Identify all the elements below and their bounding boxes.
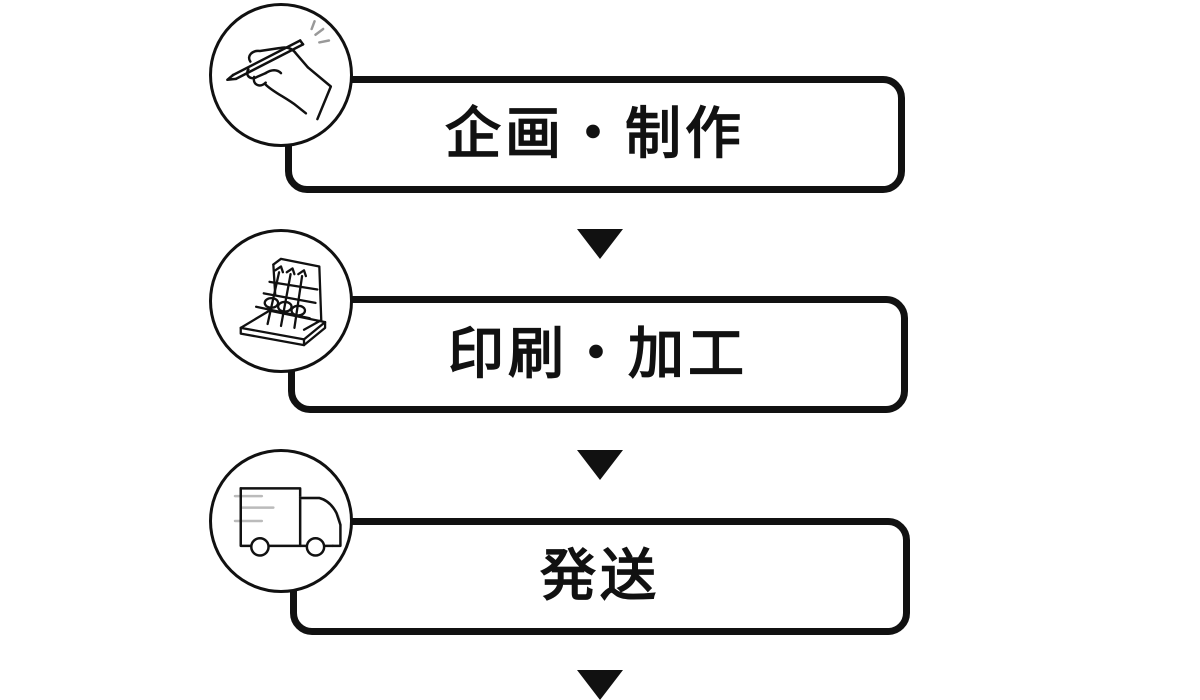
icon-circle-printing	[209, 229, 353, 373]
step-box-planning: 企画・制作	[285, 76, 905, 193]
step-label-shipping: 発送	[540, 543, 660, 609]
delivery-truck-icon	[233, 487, 342, 557]
icon-circle-shipping	[209, 449, 353, 593]
step-box-printing: 印刷・加工	[288, 296, 908, 413]
step-box-shipping: 発送	[290, 518, 910, 635]
step-label-printing: 印刷・加工	[448, 321, 748, 387]
display-stand-icon	[239, 257, 327, 347]
flow-arrow-2	[577, 450, 623, 480]
flow-arrow-3	[577, 670, 623, 700]
icon-circle-planning	[209, 3, 353, 147]
step-label-planning: 企画・制作	[445, 101, 745, 167]
flow-arrow-1	[577, 229, 623, 259]
hand-writing-pencil-icon	[226, 20, 333, 121]
